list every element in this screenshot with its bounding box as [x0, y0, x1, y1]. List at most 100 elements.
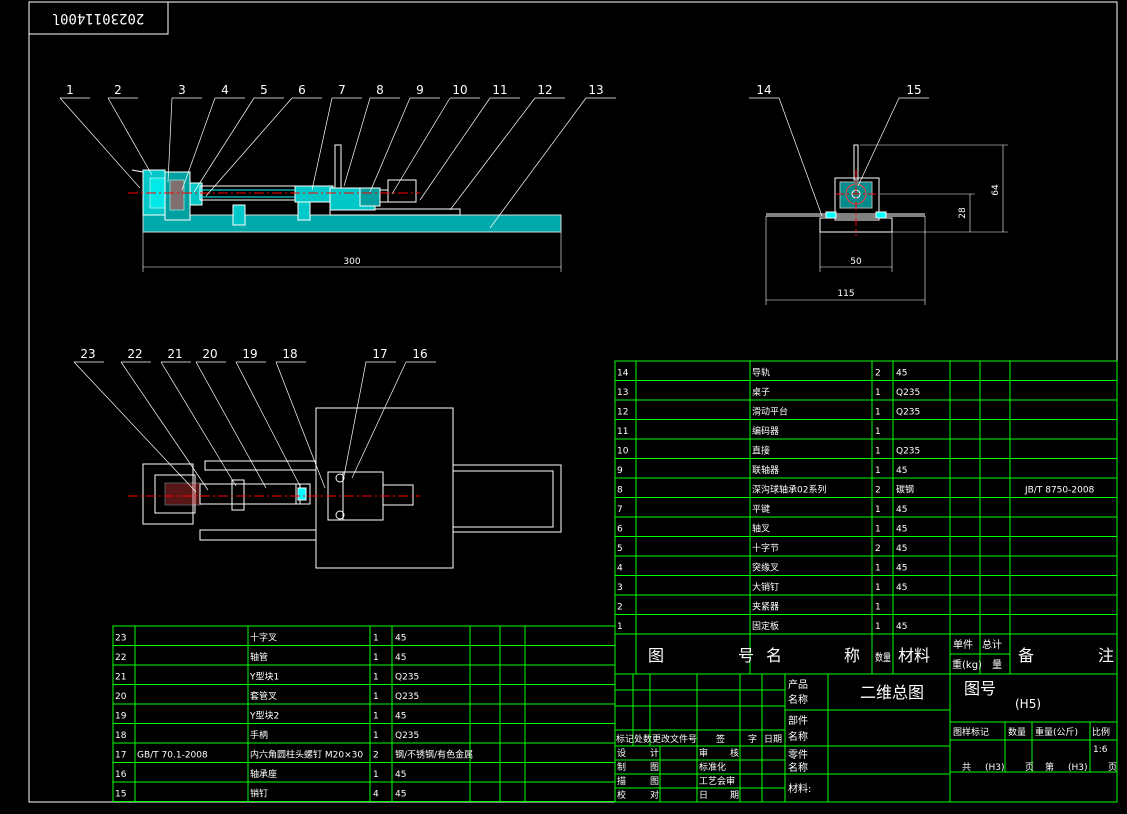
part-no: 13 [617, 388, 628, 398]
rev-h3: 签 [716, 733, 725, 745]
part-name: 突缘叉 [752, 562, 779, 574]
dim-height-axis: 28 [958, 207, 968, 219]
part-name: 导轨 [752, 367, 770, 379]
part-no: 4 [617, 564, 623, 574]
callout-10: 10 [452, 83, 467, 97]
part-material: Q235 [395, 692, 419, 702]
front-handle [334, 144, 342, 191]
callout-8: 8 [376, 83, 384, 97]
part-no: 6 [617, 525, 623, 535]
front-view: 300 [128, 144, 562, 272]
header-ming: 名 [766, 646, 782, 665]
part-material: 45 [896, 505, 907, 515]
callout-13: 13 [588, 83, 603, 97]
part-no: 11 [617, 427, 628, 437]
part-note: JB/T 8750-2008 [1024, 486, 1095, 496]
doc-h2: 重量(公斤) [1035, 726, 1078, 738]
callout-3: 3 [178, 83, 186, 97]
tuhao-label: 图号 [964, 679, 996, 698]
doc-h0: 图样标记 [953, 726, 989, 738]
part-material: Q235 [896, 447, 920, 457]
part-no: 2 [617, 603, 623, 613]
sheet-val: (H3) [1068, 763, 1088, 773]
front-base [142, 214, 562, 233]
part-no: 18 [115, 731, 127, 741]
page-label: 页 [1025, 762, 1034, 773]
part-material: Q235 [896, 408, 920, 418]
tuhao-value: (H5) [1015, 697, 1041, 711]
part-no: 22 [115, 653, 126, 663]
callout-14: 14 [756, 83, 771, 97]
part-no: 20 [115, 692, 127, 702]
side-handle [853, 144, 859, 181]
callout-16: 16 [412, 347, 427, 361]
part-qty: 1 [875, 408, 881, 418]
part-name: 轴管 [250, 651, 268, 663]
sig-review-1: 审 [699, 747, 708, 759]
part-material: 45 [395, 634, 406, 644]
part-no: 12 [617, 408, 628, 418]
total-label: 共 [962, 762, 971, 773]
top-clamp [142, 463, 194, 525]
doc-h3: 比例 [1092, 726, 1110, 738]
part-no: 9 [617, 466, 623, 476]
part-no: 17 [115, 751, 126, 761]
part-qty: 2 [373, 751, 379, 761]
part-name: 深沟球轴承02系列 [752, 484, 826, 496]
rev-h5: 日期 [764, 734, 782, 745]
part-no: 16 [115, 770, 127, 780]
part-qty: 1 [373, 712, 379, 722]
header-zongji: 总计 [982, 638, 1002, 651]
part-name: 轴叉 [752, 523, 770, 535]
part-name: 平键 [752, 503, 770, 515]
part-material: 45 [896, 544, 907, 554]
callout-17: 17 [372, 347, 387, 361]
part-material: 45 [896, 622, 907, 632]
part-material: Q235 [395, 673, 419, 683]
front-cross-joint [189, 182, 203, 206]
part-qty: 1 [875, 505, 881, 515]
part-qty: 1 [373, 653, 379, 663]
header-liang: 量 [992, 659, 1002, 671]
parts-header: 图 号 名 称 数量 材料 单件 总计 重(kg) 量 备 注 [614, 633, 1118, 675]
part-qty: 2 [875, 544, 881, 554]
callout-5: 5 [260, 83, 268, 97]
part-name: 套管叉 [250, 690, 277, 702]
part-no: 7 [617, 505, 623, 515]
drawing-frame [28, 1, 1118, 803]
callout-20: 20 [202, 347, 217, 361]
part-material: 45 [896, 525, 907, 535]
part-name: 固定板 [752, 620, 779, 632]
part-name: 桌子 [752, 386, 770, 398]
part-name: 轴承座 [250, 768, 277, 780]
part-no: 19 [115, 712, 127, 722]
part-no: 5 [617, 544, 623, 554]
part-qty: 1 [875, 388, 881, 398]
component-label-1: 零件 [788, 749, 808, 761]
part-material: 45 [395, 653, 406, 663]
part-material: 钢/不锈钢/有色金属 [395, 749, 473, 761]
drawing-title: 二维总图 [860, 683, 924, 702]
front-yoke [294, 185, 334, 203]
part-material: 45 [896, 583, 907, 593]
part-no: 14 [617, 369, 629, 379]
part-qty: 1 [373, 770, 379, 780]
title-block: 标记 处数 更改文件号 签 字 日期 设 计 制 图 描 图 校 对 审 核 标… [614, 673, 1118, 803]
part-code: GB/T 70.1-2008 [137, 751, 208, 761]
sig-design-1: 设 [617, 748, 626, 759]
material-label: 材料: [788, 782, 811, 795]
dim-base-width: 50 [850, 257, 862, 267]
dim-height-total: 64 [991, 184, 1001, 196]
rev-h4: 字 [748, 733, 757, 745]
scale: 1:6 [1093, 745, 1108, 755]
callout-12: 12 [537, 83, 552, 97]
callout-23: 23 [80, 347, 95, 361]
part-name: 夹紧器 [752, 601, 779, 613]
header-hao: 号 [738, 646, 754, 665]
sig-check-1: 校 [617, 789, 626, 801]
